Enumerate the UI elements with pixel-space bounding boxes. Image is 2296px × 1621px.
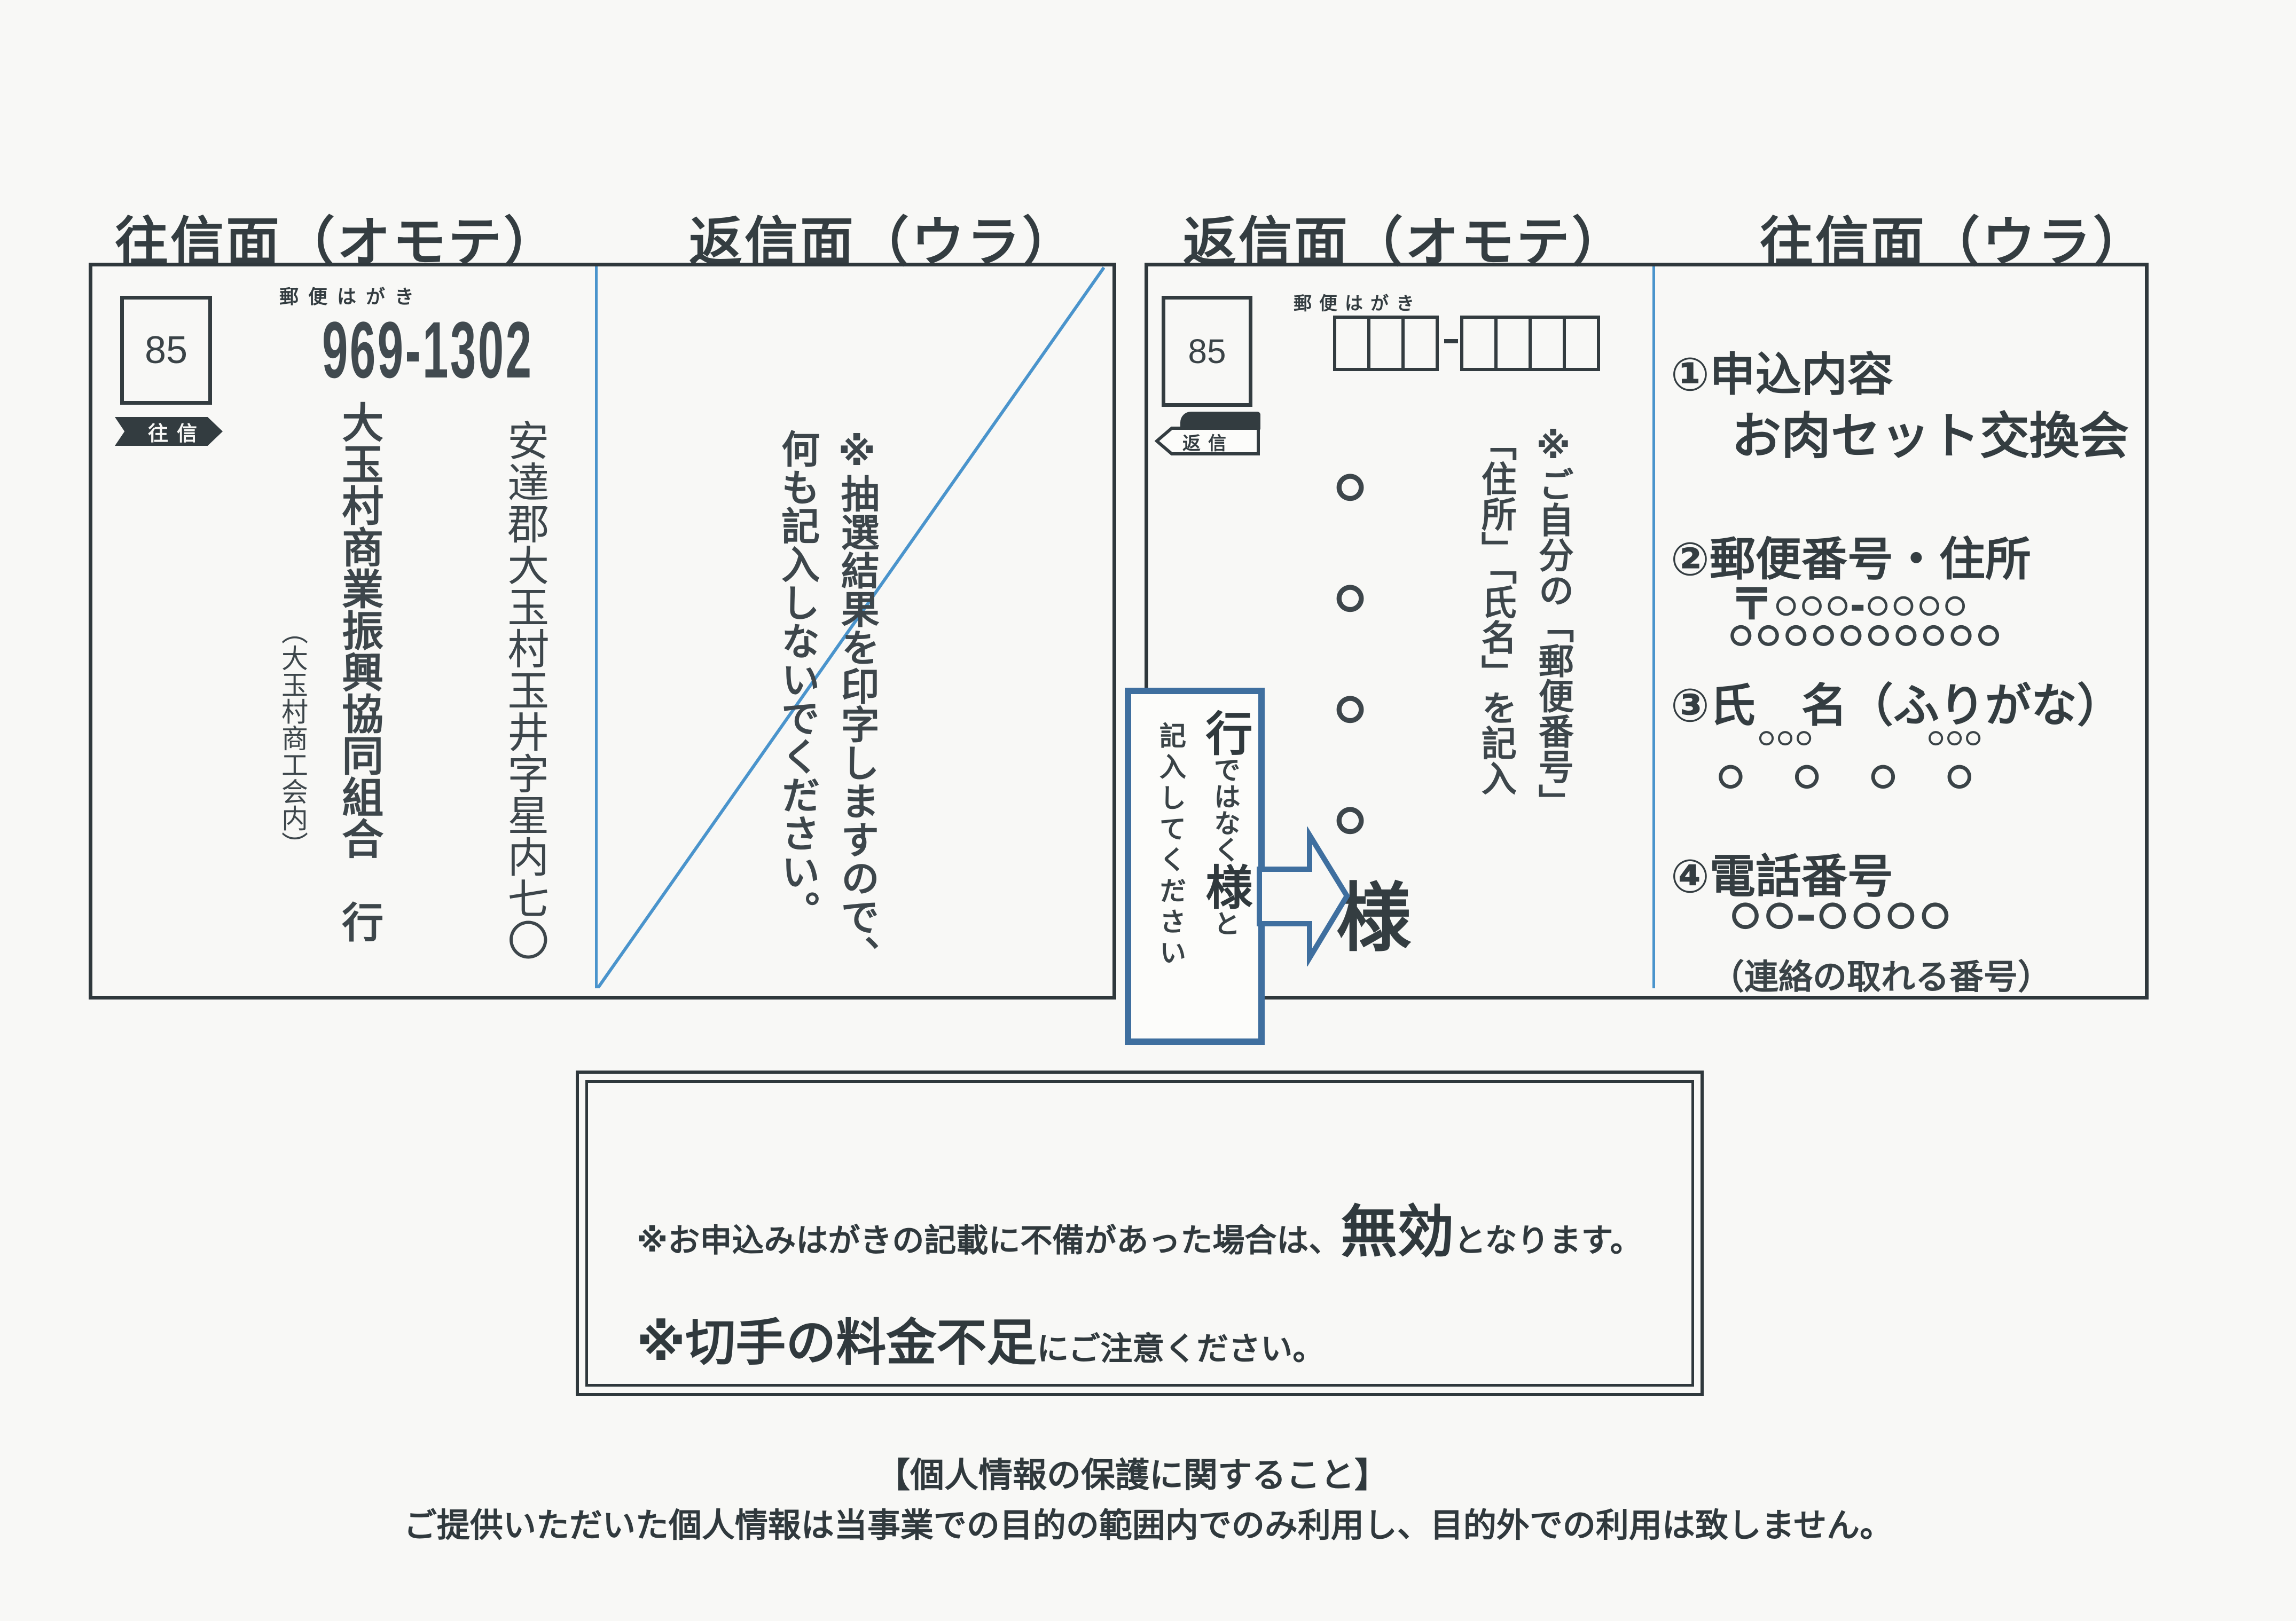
postage-box-right: 85 [1162, 296, 1252, 407]
destination-address-vertical: 安達郡大玉村玉井字星内七〇 [501, 419, 549, 961]
reply-back-note-line2: 何も記入しないでください。 [775, 429, 818, 929]
postal-code-dash [1444, 339, 1458, 343]
furigana-group-2: ○○○ [1926, 719, 1983, 755]
left-postcard: 郵便はがき 969-1302 85 往信 安達郡大玉村玉井字星内七〇 大玉村商業… [89, 263, 1116, 1000]
furigana-group-1: ○○○ [1757, 719, 1814, 755]
heading-outbound-back: 往信面（ウラ） [1760, 213, 2149, 272]
reply-banner-arrow [1155, 427, 1260, 455]
instruction-line1: ※ご自分の「郵便番号」 [1533, 426, 1573, 819]
instruction-line2: 「住所」「氏名」を記入 [1476, 426, 1516, 796]
reply-back-note-line1: ※抽選結果を印字しますので、 [835, 429, 878, 974]
item1-label: ①申込内容 [1671, 349, 1893, 400]
postal-code-cell [1494, 316, 1532, 371]
item2-address-placeholder: ○○○○○○○○○○ [1727, 609, 2003, 659]
destination-recipient-vertical: 大玉村商業振興協同組合 行 [336, 401, 383, 942]
heading-reply-back: 返信面（ウラ） [689, 213, 1078, 272]
callout-box: 行ではなく様と 記入してください [1125, 688, 1265, 1045]
reply-front-instruction: ※ご自分の「郵便番号」 「住所」「氏名」を記入 [1468, 426, 1582, 869]
item3-furigana-placeholders: ○○○ ○○○ [1757, 719, 1983, 755]
item2-label: ②郵便番号・住所 [1671, 534, 2031, 585]
outbound-banner: 往信 [115, 417, 223, 446]
reply-banner: 返信 [1155, 412, 1267, 470]
item4-label: ④電話番号 [1671, 851, 1893, 902]
callout-column-2: 記入してください [1156, 722, 1186, 970]
left-card-divider-line [595, 266, 598, 988]
postage-value-right: 85 [1188, 332, 1226, 371]
diagonal-void-line [597, 266, 1105, 988]
note-line2-post: にご注意ください。 [1037, 1331, 1325, 1367]
destination-recipient-note-vertical: （大玉村商工会内） [278, 618, 308, 858]
note-line1-emphasis: 無効 [1341, 1201, 1454, 1264]
notes-box: ※お申込みはがきの記載に不備があった場合は、無効となります。 ※切手の料金不足に… [576, 1071, 1704, 1396]
item3-name-placeholder: ○○○○ [1714, 746, 2021, 804]
postal-code-boxes [1333, 316, 1600, 374]
right-postcard: 郵便はがき 85 返信 ○○○○ 様 ※ご自分の「郵便番号」 「住所」「氏名」を… [1145, 263, 2149, 1000]
note-line1-post: となります。 [1454, 1223, 1642, 1258]
note-line2-pre: ※ [637, 1315, 686, 1371]
notes-box-inner-border [585, 1080, 1694, 1387]
note-line-1: ※お申込みはがきの記載に不備があった場合は、無効となります。 [637, 1186, 1642, 1268]
hagaki-label-right: 郵便はがき [1294, 294, 1422, 314]
reply-back-note: ※抽選結果を印字しますので、 何も記入しないでください。 [766, 429, 886, 982]
hagaki-label-left: 郵便はがき [279, 286, 424, 308]
postal-code-cell [1367, 316, 1405, 371]
item4-note: （連絡の取れる番号） [1710, 958, 2052, 996]
destination-postal-code: 969-1302 [322, 305, 534, 395]
postage-value-left: 85 [144, 329, 188, 372]
callout-emphasis-2: 様 [1199, 863, 1252, 910]
heading-reply-front: 返信面（オモテ） [1183, 213, 1627, 272]
item1-value: お肉セット交換会 [1731, 408, 2129, 464]
postal-code-cell [1401, 316, 1439, 371]
right-card-divider-line [1652, 266, 1655, 988]
postal-code-cell [1333, 316, 1370, 371]
postage-box-left: 85 [120, 296, 212, 405]
item3-label: ③氏 名（ふりがな） [1671, 680, 2123, 731]
addressee-placeholder-circles: ○○○○ [1318, 453, 1383, 900]
postal-code-cell [1563, 316, 1600, 371]
outbound-banner-label: 往信 [147, 422, 206, 445]
item4-value-placeholder: ○○-○○○○ [1727, 882, 1953, 946]
callout-text-2: と [1210, 910, 1240, 937]
note-line1-pre: ※お申込みはがきの記載に不備があった場合は、 [637, 1223, 1341, 1258]
callout-arrow [1257, 827, 1350, 966]
callout-column-1: 行ではなく様と [1199, 709, 1252, 937]
callout-text-1: ではなく [1210, 756, 1240, 863]
postal-code-cell [1460, 316, 1498, 371]
heading-outbound-front: 往信面（オモテ） [115, 213, 559, 272]
postal-code-cell [1529, 316, 1566, 371]
note-line2-emphasis: 切手の料金不足 [685, 1315, 1037, 1371]
note-line-2: ※切手の料金不足にご注意ください。 [637, 1302, 1325, 1375]
reply-banner-label: 返信 [1182, 434, 1234, 454]
privacy-text: ご提供いただいた個人情報は当事業での目的の範囲内でのみ利用し、目的外での利用は致… [403, 1507, 1893, 1544]
callout-emphasis-1: 行 [1199, 709, 1252, 756]
privacy-title: 【個人情報の保護に関すること】 [876, 1456, 1389, 1494]
addressee-honorific: 様 [1336, 876, 1412, 960]
item2-postal-placeholder: 〒○○○-○○○○ [1730, 580, 1968, 628]
